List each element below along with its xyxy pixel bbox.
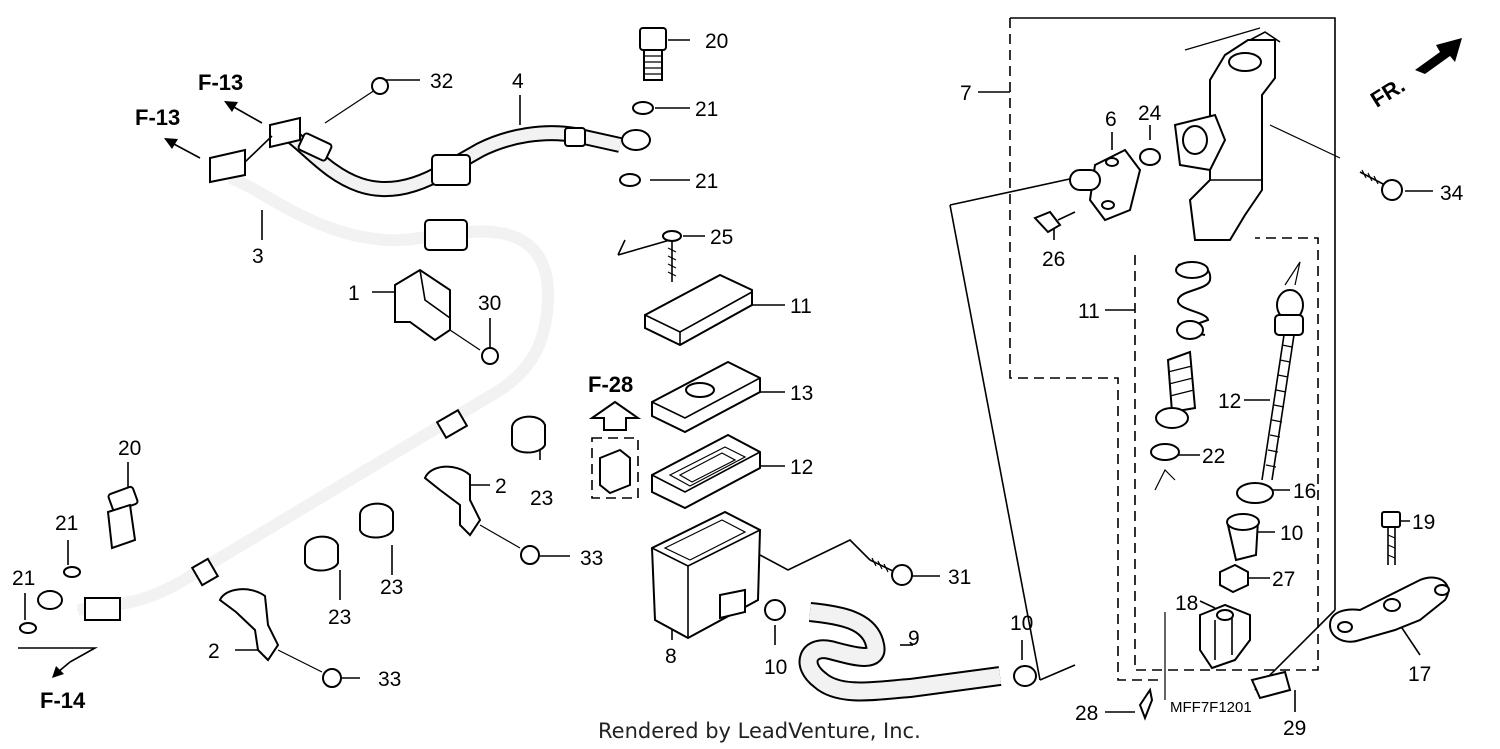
part-label: 18 [1175, 592, 1198, 615]
part-label: 33 [378, 668, 401, 691]
part-label: 10 [1280, 522, 1303, 545]
diaphragm-14 [651, 433, 761, 510]
part-label: 26 [1042, 248, 1065, 271]
cotter-pin-28 [1138, 687, 1154, 721]
bolt-34 [1359, 169, 1403, 201]
footer-credit: Rendered by LeadVenture, Inc. [598, 719, 921, 743]
pushrod-joint-5 [1069, 148, 1161, 222]
bolt-31 [869, 557, 913, 586]
part-label: 2 [208, 640, 220, 663]
ref-arrow-f13-upper [224, 101, 263, 124]
part-label: 10 [1010, 612, 1033, 635]
diaphragm-plate-15 [651, 360, 761, 434]
part-label: 29 [1283, 717, 1306, 740]
part-label: 3 [252, 245, 264, 268]
assembly-outline-f28 [591, 437, 639, 499]
part-label: 24 [1138, 102, 1162, 125]
reservoir-body-8 [650, 510, 762, 640]
joint-pin-29 [1250, 670, 1292, 700]
part-number-labels: 20 32 4 21 21 25 3 1 30 11 13 20 12 2 23… [12, 30, 1464, 740]
part-label: 17 [1408, 663, 1431, 686]
banjo-fitting-lower [19, 485, 139, 634]
ref-arrow-f28 [588, 400, 642, 431]
clip-23 [304, 415, 546, 572]
clevis-18 [1199, 603, 1251, 670]
reservoir-cap-13 [644, 273, 753, 347]
part-label: 23 [328, 606, 351, 629]
part-label: 32 [430, 70, 453, 93]
part-label: 21 [695, 98, 718, 121]
part-label: 25 [710, 226, 733, 249]
part-label: 21 [55, 512, 78, 535]
part-label: 2 [495, 475, 507, 498]
ref-f13-lower[interactable]: F-13 [135, 105, 180, 130]
part-label: 30 [478, 292, 501, 315]
reservoir-hose-9 [764, 599, 1037, 702]
part-label: 20 [118, 437, 141, 460]
bolt-19 [1381, 511, 1401, 565]
reservoir-screw-25 [662, 230, 682, 282]
ref-arrow-f14 [52, 661, 71, 678]
ref-arrow-f13-lower [164, 138, 201, 159]
part-label: 22 [1202, 445, 1225, 468]
front-arrow-icon [1415, 38, 1462, 74]
part-label: 33 [580, 547, 603, 570]
part-label: 21 [12, 567, 35, 590]
part-label: 20 [705, 30, 728, 53]
boot-6 [1226, 513, 1260, 562]
diagram-code: MFF7F1201 [1170, 699, 1252, 716]
brake-hose-long [77, 172, 555, 616]
part-label: 16 [1293, 480, 1316, 503]
brake-hose-upper [285, 125, 622, 198]
master-cylinder-body [1173, 27, 1281, 241]
clamp-2-lower [218, 588, 342, 688]
part-label: 27 [1272, 568, 1295, 591]
part-label: 13 [790, 382, 813, 405]
front-direction-label: FR. [1366, 72, 1409, 112]
ref-f28[interactable]: F-28 [588, 372, 633, 397]
nut-27 [1219, 563, 1249, 594]
ref-f13-upper[interactable]: F-13 [198, 70, 243, 95]
part-label: 4 [512, 70, 524, 93]
part-label: 19 [1412, 511, 1435, 534]
clamp-2-upper [423, 465, 540, 565]
bracket-17 [1328, 576, 1450, 643]
pushrod-12 [1261, 261, 1304, 481]
part-label: 8 [665, 645, 677, 668]
hose-joint-block [209, 77, 389, 184]
part-label: 12 [790, 456, 813, 479]
bleed-valve-26 [1033, 210, 1076, 234]
banjo-bolt-upper [619, 27, 667, 187]
part-label: 23 [530, 487, 553, 510]
assembly-outline-11 [1134, 237, 1319, 671]
hose-clamp-1 [394, 268, 499, 365]
part-label: 23 [380, 576, 403, 599]
part-label: 28 [1075, 702, 1098, 725]
part-label: 11 [790, 295, 812, 318]
part-label: 1 [348, 282, 360, 305]
part-label: 11 [1078, 300, 1100, 323]
part-label: 10 [764, 656, 787, 679]
part-label: 34 [1440, 182, 1464, 205]
part-label: 31 [948, 566, 971, 589]
part-label: 12 [1218, 390, 1241, 413]
f28-clip [599, 448, 631, 495]
part-label: 6 [1105, 108, 1117, 131]
lock-ring-16 [1236, 482, 1274, 504]
part-label: 9 [908, 627, 920, 650]
part-label: 21 [695, 170, 718, 193]
piston-spring [1150, 261, 1212, 491]
ref-f14[interactable]: F-14 [40, 688, 86, 713]
part-label: 7 [960, 82, 972, 105]
